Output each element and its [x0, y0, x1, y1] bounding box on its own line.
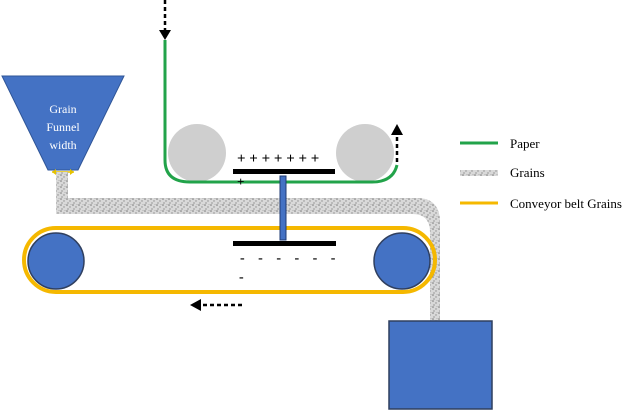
legend-paper-label: Paper [510, 136, 540, 151]
left-belt-roller [27, 232, 85, 290]
funnel-label-line2: Funnel [46, 120, 80, 134]
grain-collector-box [388, 320, 493, 410]
negative-charges: - - - - - - [240, 251, 340, 266]
paper-path [163, 40, 399, 184]
funnel-label-line1: Grain [49, 102, 76, 116]
legend-belt-label: Conveyor belt Grains [510, 196, 622, 211]
bottom-electrode: - - - - - - - [233, 241, 340, 285]
belt-direction-arrow [190, 299, 242, 311]
funnel-label-line3: width [49, 138, 76, 152]
negative-charge-single: - [239, 270, 244, 285]
legend: Paper Grains Conveyor belt Grains [460, 136, 622, 211]
conveyor-belt [22, 226, 437, 294]
grain-funnel: Grain Funnel width [1, 75, 125, 175]
electrode-connector [279, 175, 287, 241]
left-paper-roller [168, 124, 226, 182]
legend-grains-swatch [460, 170, 498, 176]
positive-charges: + + + + + + + [237, 151, 319, 167]
paper-exit-arrow [391, 124, 403, 162]
top-electrode: + + + + + + + + [233, 151, 335, 189]
right-paper-roller [336, 124, 394, 182]
grain-layer [56, 172, 440, 322]
right-belt-roller [373, 232, 431, 290]
positive-charge-single: + [237, 174, 244, 189]
legend-grains-label: Grains [510, 165, 545, 180]
paper-feed-arrow [159, 0, 171, 40]
